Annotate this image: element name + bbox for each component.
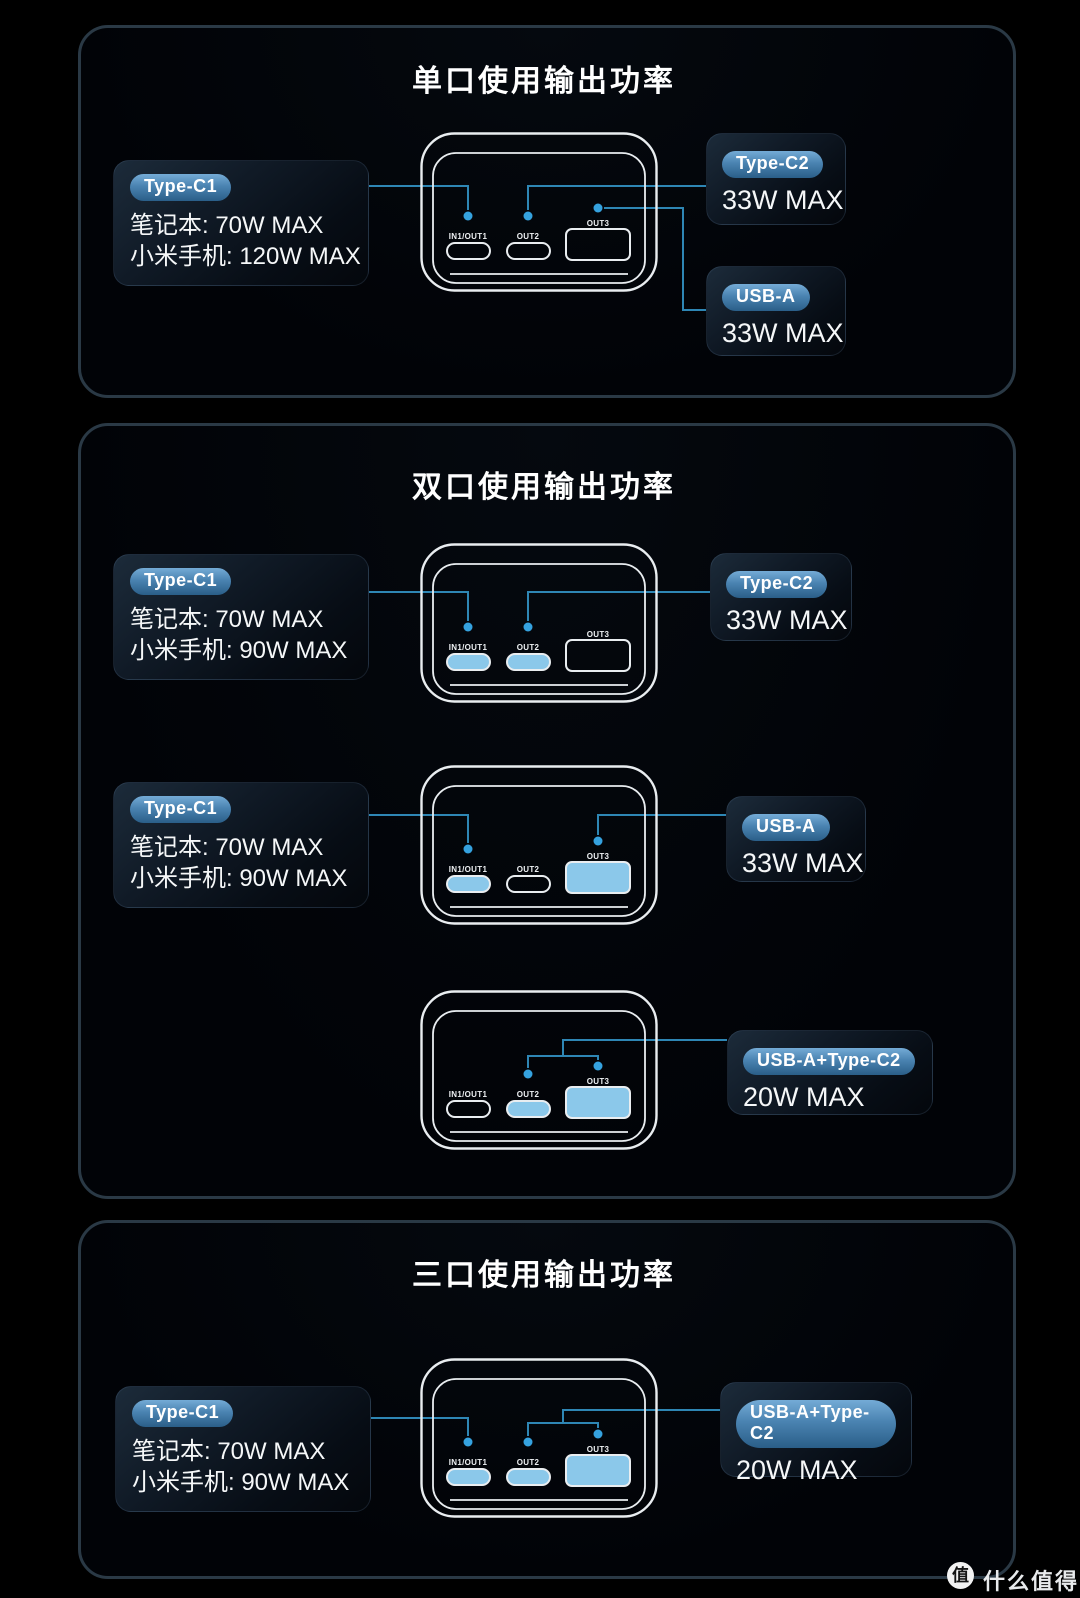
max-power-value: 33W MAX bbox=[722, 185, 844, 215]
port-in1-out1 bbox=[446, 653, 491, 671]
power-spec-phone: 小米手机: 90W MAX bbox=[130, 865, 348, 892]
power-spec-phone: 小米手机: 90W MAX bbox=[130, 637, 348, 664]
port-pill-type-c2: Type-C2 bbox=[722, 151, 824, 178]
port-label: IN1/OUT1 bbox=[449, 232, 488, 241]
port-label: IN1/OUT1 bbox=[449, 1090, 488, 1099]
device-outline bbox=[420, 1358, 658, 1518]
label-box-type-c2-dual: Type-C2 33W MAX bbox=[710, 553, 852, 641]
port-label: OUT2 bbox=[517, 232, 540, 241]
smzdm-logo-icon: 值 bbox=[947, 1562, 974, 1589]
port-label: OUT3 bbox=[587, 219, 610, 228]
port-pill-usb-a: USB-A bbox=[722, 284, 810, 311]
port-out3 bbox=[565, 228, 631, 261]
port-label: OUT2 bbox=[517, 643, 540, 652]
port-pill-type-c1: Type-C1 bbox=[130, 568, 232, 595]
label-box-usb-a-single: USB-A 33W MAX bbox=[706, 266, 846, 356]
max-power-value: 33W MAX bbox=[726, 605, 848, 635]
device-outline bbox=[420, 765, 658, 925]
port-out2 bbox=[506, 1100, 551, 1118]
power-spec-laptop: 笔记本: 70W MAX bbox=[130, 606, 324, 633]
label-box-type-c2-single: Type-C2 33W MAX bbox=[706, 133, 846, 225]
panel-title-triple: 三口使用输出功率 bbox=[412, 1259, 676, 1292]
power-spec-laptop: 笔记本: 70W MAX bbox=[132, 1438, 326, 1465]
port-out2 bbox=[506, 1468, 551, 1486]
charger-device-dual-c1a: IN1/OUT1 OUT2 OUT3 bbox=[420, 765, 658, 925]
port-pill-type-c2: Type-C2 bbox=[726, 571, 828, 598]
power-spec-phone: 小米手机: 120W MAX bbox=[130, 243, 361, 270]
smzdm-watermark-text: 什么值得买 bbox=[983, 1569, 1080, 1594]
device-outline bbox=[420, 990, 658, 1150]
power-spec-laptop: 笔记本: 70W MAX bbox=[130, 212, 324, 239]
device-outline bbox=[420, 132, 658, 292]
device-face bbox=[432, 1378, 646, 1510]
label-box-usba-typec2-triple: USB-A+Type-C2 20W MAX bbox=[720, 1382, 912, 1485]
port-in1-out1 bbox=[446, 1468, 491, 1486]
device-face bbox=[432, 563, 646, 695]
max-power-value: 20W MAX bbox=[736, 1455, 858, 1485]
port-in1-out1 bbox=[446, 1100, 491, 1118]
port-pill-type-c1: Type-C1 bbox=[132, 1400, 234, 1427]
port-label: OUT2 bbox=[517, 865, 540, 874]
max-power-value: 20W MAX bbox=[743, 1082, 865, 1112]
port-label: IN1/OUT1 bbox=[449, 1458, 488, 1467]
panel-title-single: 单口使用输出功率 bbox=[412, 65, 676, 98]
port-label: IN1/OUT1 bbox=[449, 865, 488, 874]
charger-device-triple: IN1/OUT1 OUT2 OUT3 bbox=[420, 1358, 658, 1518]
power-spec-laptop: 笔记本: 70W MAX bbox=[130, 834, 324, 861]
label-box-usba-typec2-dual: USB-A+Type-C2 20W MAX bbox=[727, 1030, 933, 1115]
port-pill-usb-a: USB-A bbox=[742, 814, 830, 841]
port-pill-type-c1: Type-C1 bbox=[130, 174, 232, 201]
port-out2 bbox=[506, 653, 551, 671]
port-out3 bbox=[565, 1086, 631, 1119]
device-face bbox=[432, 152, 646, 284]
charger-device-dual-ac2: IN1/OUT1 OUT2 OUT3 bbox=[420, 990, 658, 1150]
port-pill-usba-typec2: USB-A+Type-C2 bbox=[743, 1048, 915, 1075]
port-out3 bbox=[565, 861, 631, 894]
device-outline bbox=[420, 543, 658, 703]
port-in1-out1 bbox=[446, 242, 491, 260]
charger-device-dual-c1c2: IN1/OUT1 OUT2 OUT3 bbox=[420, 543, 658, 703]
port-label: OUT3 bbox=[587, 852, 610, 861]
panel-title-dual: 双口使用输出功率 bbox=[412, 471, 676, 504]
port-pill-usba-typec2: USB-A+Type-C2 bbox=[736, 1400, 896, 1448]
label-box-type-c1-dual-b: Type-C1 笔记本: 70W MAX 小米手机: 90W MAX bbox=[113, 782, 369, 908]
label-box-type-c1-dual-a: Type-C1 笔记本: 70W MAX 小米手机: 90W MAX bbox=[113, 554, 369, 680]
port-label: OUT2 bbox=[517, 1090, 540, 1099]
port-label: OUT2 bbox=[517, 1458, 540, 1467]
port-pill-type-c1: Type-C1 bbox=[130, 796, 232, 823]
port-label: OUT3 bbox=[587, 630, 610, 639]
port-out2 bbox=[506, 242, 551, 260]
port-label: OUT3 bbox=[587, 1077, 610, 1086]
device-face bbox=[432, 785, 646, 917]
label-box-type-c1-single: Type-C1 笔记本: 70W MAX 小米手机: 120W MAX bbox=[113, 160, 369, 286]
max-power-value: 33W MAX bbox=[722, 318, 844, 348]
port-label: IN1/OUT1 bbox=[449, 643, 488, 652]
label-box-type-c1-triple: Type-C1 笔记本: 70W MAX 小米手机: 90W MAX bbox=[115, 1386, 371, 1512]
device-face bbox=[432, 1010, 646, 1142]
port-out3 bbox=[565, 1454, 631, 1487]
port-in1-out1 bbox=[446, 875, 491, 893]
port-out2 bbox=[506, 875, 551, 893]
power-spec-phone: 小米手机: 90W MAX bbox=[132, 1469, 350, 1496]
max-power-value: 33W MAX bbox=[742, 848, 864, 878]
charger-device-single: IN1/OUT1 OUT2 OUT3 bbox=[420, 132, 658, 292]
label-box-usb-a-dual: USB-A 33W MAX bbox=[726, 796, 866, 882]
port-label: OUT3 bbox=[587, 1445, 610, 1454]
port-out3 bbox=[565, 639, 631, 672]
